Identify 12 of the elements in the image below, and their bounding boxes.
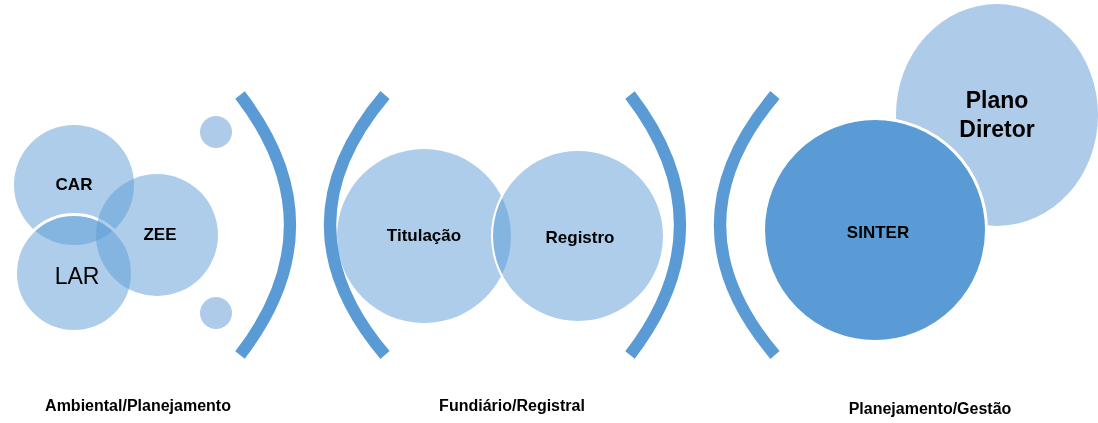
small-circle	[200, 297, 232, 329]
node-label: LAR	[54, 261, 100, 291]
node-label: Plano Diretor	[958, 86, 1036, 144]
node-label: Registro	[545, 227, 615, 249]
node-label: Titulação	[386, 225, 462, 247]
small-circle	[200, 116, 232, 148]
node-label: ZEE	[143, 224, 177, 246]
section-caption: Fundiário/Registral	[439, 397, 585, 415]
node-label: CAR	[55, 174, 93, 196]
section-caption: Planejamento/Gestão	[848, 400, 1012, 418]
section-caption: Ambiental/Planejamento	[45, 397, 231, 415]
node-label: SINTER	[846, 222, 910, 244]
